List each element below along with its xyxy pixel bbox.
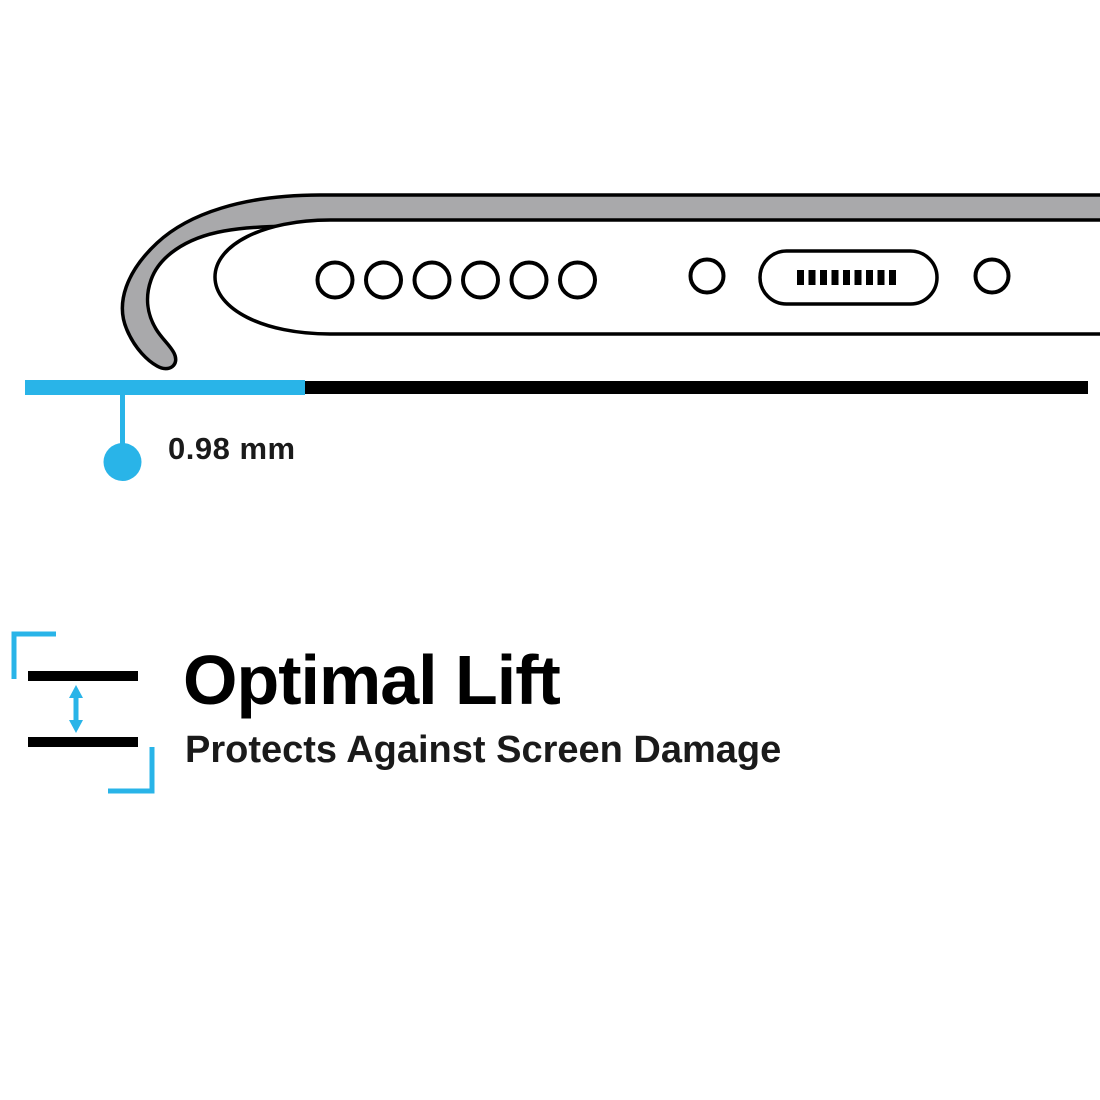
- speaker-holes: [315, 260, 597, 300]
- lift-line-top: [28, 671, 138, 681]
- port-pin: [889, 270, 896, 285]
- port-pin: [820, 270, 827, 285]
- lift-icon: [11, 631, 155, 794]
- measure-dot: [103, 443, 142, 481]
- port-pin: [831, 270, 839, 285]
- port-pin: [797, 270, 804, 285]
- speaker-hole: [315, 260, 355, 300]
- bracket-bottom-right-icon: [108, 747, 155, 794]
- lift-measurement: [25, 380, 1088, 481]
- port-pin: [843, 270, 850, 285]
- surface-line-dark: [305, 381, 1088, 394]
- surface-line-accent: [25, 380, 305, 395]
- double-arrow-icon: [69, 685, 83, 733]
- bracket-top-left-icon: [11, 631, 56, 679]
- speaker-hole: [364, 260, 403, 300]
- port-pin: [854, 270, 862, 285]
- port-pin: [808, 270, 816, 285]
- speaker-hole: [509, 260, 549, 300]
- screw-right-icon: [973, 257, 1011, 295]
- port-pin: [866, 270, 873, 285]
- port-pin: [877, 270, 885, 285]
- feature-subtitle: Protects Against Screen Damage: [185, 729, 782, 771]
- speaker-hole: [461, 260, 500, 300]
- lift-line-bottom: [28, 737, 138, 747]
- speaker-hole: [558, 260, 597, 300]
- case-lip: [120, 193, 1100, 371]
- screw-left-icon: [688, 257, 726, 295]
- measurement-label: 0.98 mm: [168, 431, 296, 466]
- speaker-hole: [412, 260, 452, 300]
- port-pins: [797, 270, 896, 285]
- measure-connector: [120, 395, 125, 445]
- phone-case-illustration: [120, 193, 1100, 371]
- feature-title: Optimal Lift: [183, 641, 561, 719]
